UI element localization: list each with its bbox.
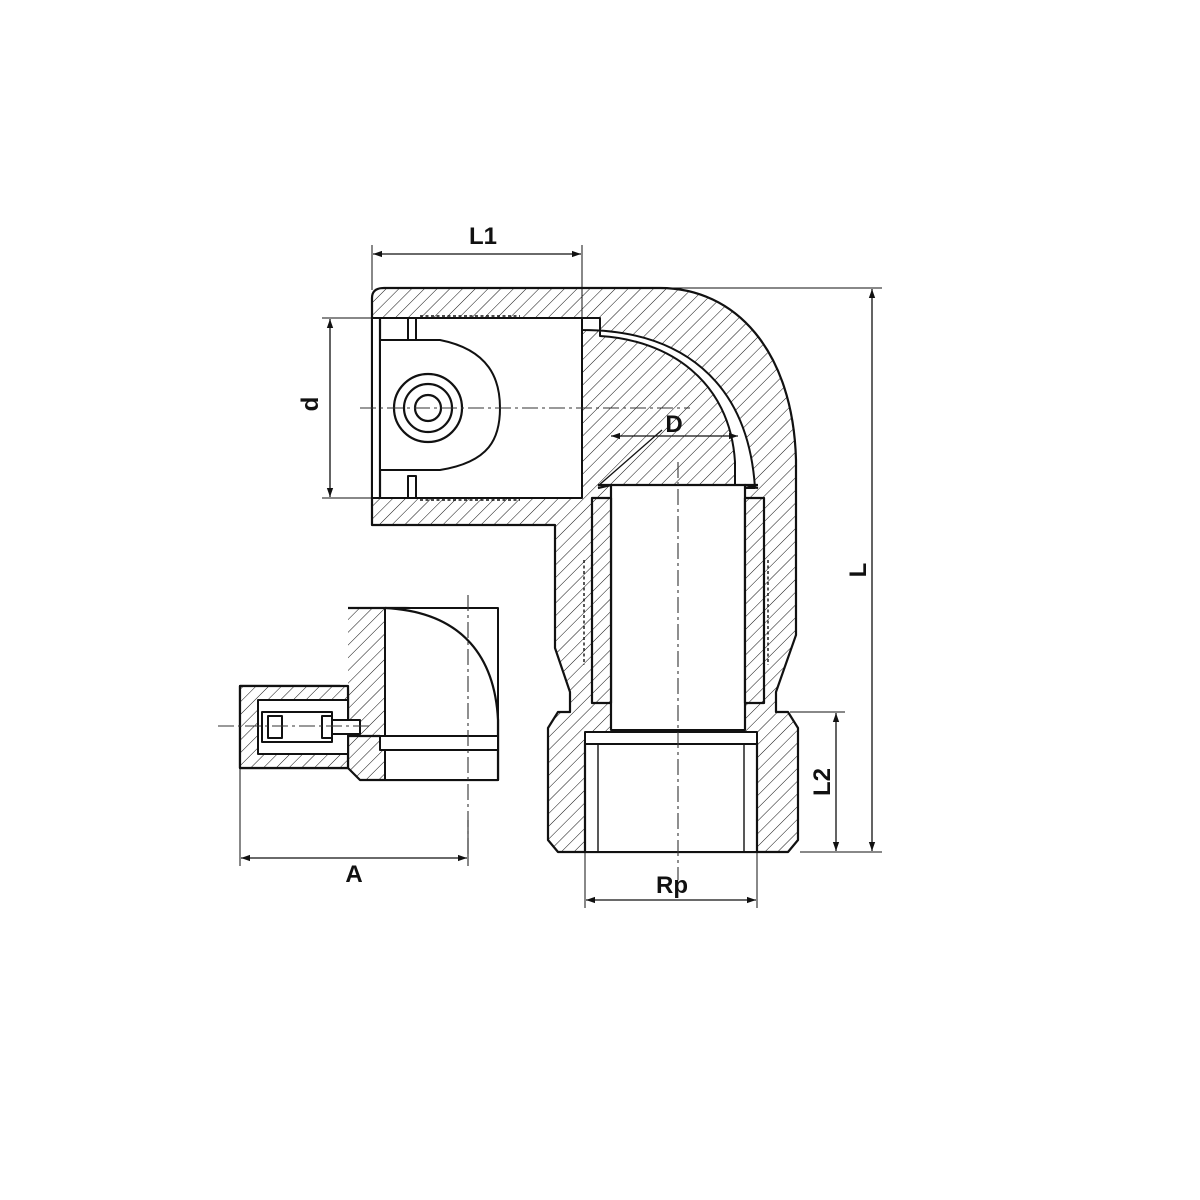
- seal-ring: [584, 731, 758, 745]
- label-L2: L2: [809, 768, 836, 796]
- threaded-bore: [584, 741, 758, 853]
- terminal-side-view: [238, 606, 500, 782]
- label-d: d: [297, 397, 324, 412]
- label-D: D: [665, 411, 682, 438]
- insert-wall-right: [743, 496, 766, 705]
- label-L1: L1: [469, 223, 497, 250]
- label-A: A: [345, 861, 362, 888]
- insert-wall-left: [590, 496, 613, 705]
- label-Rp: Rp: [656, 872, 688, 899]
- label-L: L: [845, 563, 872, 578]
